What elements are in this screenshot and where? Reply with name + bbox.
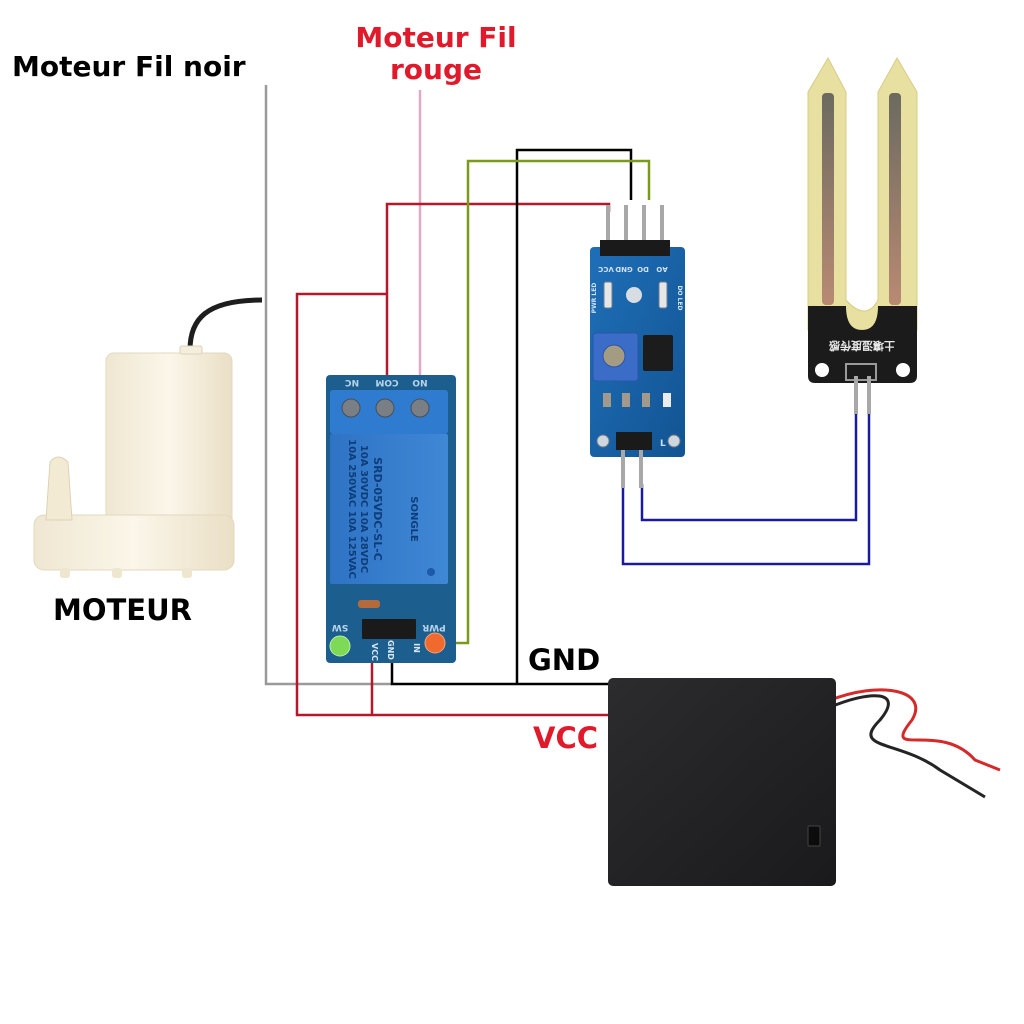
relay-spec-line-1: 10A 250VAC 10A 125VAC [346,439,357,579]
pump-cable [187,297,263,351]
soil-probe: 土壤湿度传感 [807,56,918,414]
sensor-pin-vcc [606,205,610,245]
sensor-smd-4 [663,393,671,407]
sensor-header [600,240,670,256]
probe-board [808,306,917,383]
probe-hole-right [896,363,910,377]
sensor-label-pwr-led: PWR LED [591,283,598,314]
sensor-led-do [658,281,668,309]
label-gnd: GND [528,643,601,677]
relay-label-sw: SW [332,622,348,632]
probe-pin-1 [854,376,858,414]
sensor-pot-knob [602,344,626,368]
sensor-screw-left [596,434,610,448]
sensor-module: VCC GND DO AO PWR LED DO LED L [590,205,685,488]
sensor-pin-label-gnd: GND [615,265,633,273]
relay-blue-dot [427,568,435,576]
wire-probe-2 [621,414,871,566]
battery-wire-black [827,694,986,799]
relay-screw-com [375,398,395,418]
pump-foot-1 [60,568,70,578]
sensor-smd-2 [622,393,630,407]
sensor-pin-gnd [624,205,628,245]
sensor-pin-ao [660,205,664,245]
sensor-ic-chip [643,335,673,371]
probe-connector [845,363,877,381]
battery-box [608,678,1001,886]
label-motor-black-wire: Moteur Fil noir [12,50,246,83]
battery-wire-red [827,688,1001,772]
relay-brand: SONGLE [408,496,419,542]
sensor-pin-label-do: DO [637,265,649,273]
pump-base [33,514,235,571]
sensor-screw-right [667,434,681,448]
relay-pin-label-in: IN [412,643,421,653]
sensor-label-do-led: DO LED [676,285,683,310]
sensor-smd-1 [603,393,611,407]
wires [264,85,871,717]
probe-pin-2 [867,376,871,414]
label-motor-red-wire-line-1: Moteur Fil [355,21,517,54]
probe-trace-left [822,93,834,305]
sensor-pin-label-ao: AO [656,265,667,273]
wire-gnd-sensor [515,148,633,684]
probe-label: 土壤湿度传感 [829,339,895,353]
label-motor-red-wire-line-2: rouge [389,53,482,86]
pump-foot-3 [182,568,192,578]
relay-module: NC COM NO 10A 250VAC 10A 125VAC 10A 30VD… [326,375,456,663]
relay-diode [358,600,380,608]
sensor-pin-do [642,205,646,245]
relay-screw-no [410,398,430,418]
pump-outlet [45,456,73,521]
relay-led-pwr [424,632,446,654]
wire-motor-black [264,85,392,686]
sensor-mount-hole [626,287,642,303]
probe-trace-right [889,93,901,305]
sensor-smd-3 [642,393,650,407]
sensor-pin-label-vcc: VCC [598,265,614,273]
label-motor-red-wire: Moteur Fil rouge [346,22,526,86]
relay-body [330,434,448,584]
battery-switch [807,825,821,847]
pump-motor [33,297,263,578]
label-vcc: VCC [533,721,599,755]
sensor-probe-header [616,432,652,450]
relay-terminal-label-nc: NC [345,377,360,387]
label-motor: MOTEUR [53,593,192,627]
battery-case [608,678,836,886]
wire-vcc-main [295,292,608,717]
pump-cap [179,345,203,355]
pump-cylinder [105,352,233,539]
relay-pin-label-vcc: VCC [370,643,379,661]
relay-label-pwr: PWR [422,622,446,632]
relay-jumper-header [362,619,416,639]
sensor-probe-pin-2 [639,450,643,488]
relay-spec-line-3: SRD-05VDC-SL-C [371,457,384,561]
relay-led-sw [329,635,351,657]
relay-terminal-label-no: NO [412,377,428,387]
wire-probe-1 [640,414,858,522]
sensor-led-pwr [603,281,613,309]
relay-screw-nc [341,398,361,418]
relay-terminal-label-com: COM [375,377,398,387]
relay-spec-line-2: 10A 30VDC 10A 28VDC [358,445,369,573]
pump-foot-2 [112,568,122,578]
sensor-probe-label: L [660,439,666,449]
relay-pin-label-gnd: GND [386,640,395,660]
probe-hole-left [815,363,829,377]
sensor-probe-pin-1 [621,450,625,488]
